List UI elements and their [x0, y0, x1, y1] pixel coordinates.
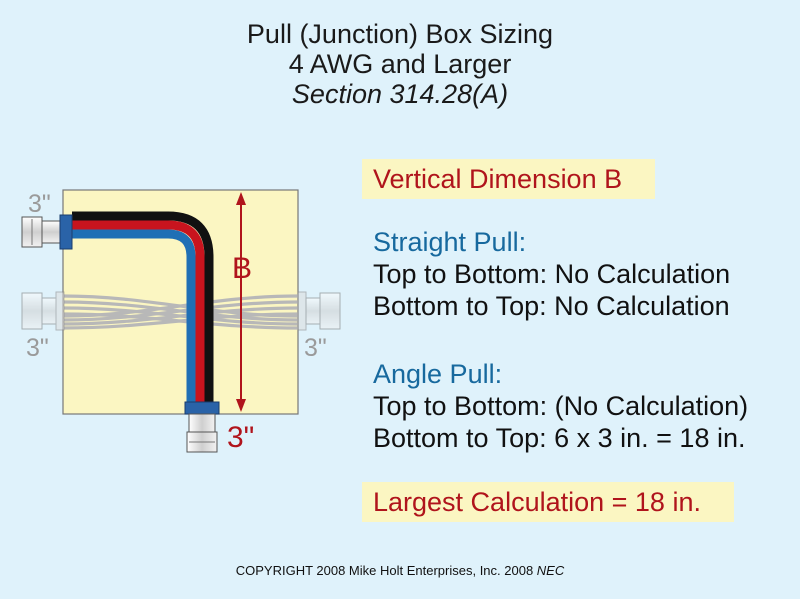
top-left-fitting: [21, 214, 73, 250]
vertical-dimension-heading: Vertical Dimension B: [362, 159, 655, 199]
dimension-label: B: [232, 252, 252, 285]
angle-pull-line-2: Bottom to Top: 6 x 3 in. = 18 in.: [373, 423, 746, 453]
copyright-text: COPYRIGHT 2008 Mike Holt Enterprises, In…: [235, 563, 537, 578]
bottom-fitting: [184, 401, 220, 453]
title-line-3: Section 314.28(A): [291, 79, 509, 109]
angle-pull-line-1: Top to Bottom: (No Calculation): [373, 391, 749, 421]
mid-right-fitting: [297, 291, 341, 331]
label-mid-left: 3": [26, 334, 49, 362]
largest-calculation: Largest Calculation = 18 in.: [362, 482, 734, 522]
copyright-footer: COPYRIGHT 2008 Mike Holt Enterprises, In…: [0, 563, 800, 578]
angle-pull-conductors: [72, 211, 214, 403]
nec-label: NEC: [536, 563, 565, 578]
straight-pull-title: Straight Pull:: [373, 227, 527, 257]
label-bottom: 3": [227, 421, 254, 454]
angle-pull-title: Angle Pull:: [373, 359, 503, 389]
label-mid-right: 3": [304, 334, 327, 362]
label-top-left: 3": [28, 190, 51, 218]
title-line-1: Pull (Junction) Box Sizing: [246, 19, 554, 49]
dimension-b-arrow: [236, 192, 246, 412]
straight-pull-line-1: Top to Bottom: No Calculation: [373, 259, 731, 289]
title-line-2: 4 AWG and Larger: [288, 49, 512, 79]
straight-pull-conductors: [62, 294, 299, 330]
straight-pull-line-2: Bottom to Top: No Calculation: [373, 291, 730, 321]
mid-left-fitting: [21, 291, 65, 331]
